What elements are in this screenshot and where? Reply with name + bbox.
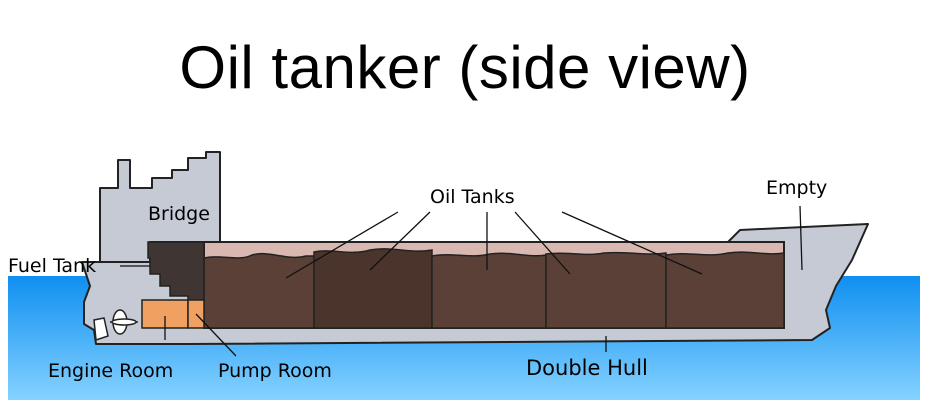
label-fuel-tank: Fuel Tank — [8, 255, 96, 277]
oil-tank-3 — [431, 252, 547, 329]
leader-pump-room — [195, 313, 237, 357]
label-engine-room: Engine Room — [48, 360, 173, 382]
oil-tank-2 — [313, 248, 433, 329]
oil-tank-4 — [545, 251, 667, 329]
oil-tank-1 — [203, 253, 315, 329]
leader-empty — [799, 205, 803, 271]
label-bridge: Bridge — [148, 203, 210, 225]
leader-oil-5 — [561, 211, 703, 275]
stern-cutout — [93, 317, 109, 342]
leader-oil-1 — [285, 211, 399, 279]
diagram-title: Oil tanker (side view) — [179, 34, 751, 101]
propeller-icon — [110, 309, 138, 335]
label-empty: Empty — [766, 177, 827, 199]
leader-oil-4 — [514, 211, 571, 275]
leader-oil-2 — [369, 211, 431, 271]
label-double-hull: Double Hull — [526, 356, 648, 380]
label-pump-room: Pump Room — [218, 360, 332, 382]
oil-tanks — [203, 248, 785, 329]
leader-lines — [120, 205, 803, 357]
label-oil-tanks: Oil Tanks — [430, 186, 515, 208]
oil-tank-5 — [665, 251, 785, 329]
